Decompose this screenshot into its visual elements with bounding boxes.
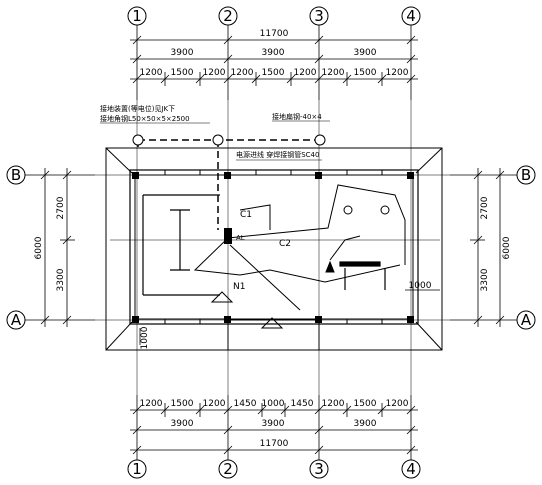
bottom-dimension-lines: [130, 395, 418, 460]
axis-lines: [95, 100, 450, 395]
top-sub-dimension-4: 1200: [231, 68, 254, 78]
circuit-label-c2: C2: [279, 239, 291, 249]
columns: [132, 172, 414, 323]
top-bay-dimension-2: 3900: [262, 48, 285, 58]
left-dimension-lines: [25, 168, 95, 327]
bottom-sub-dimension-1: 1200: [140, 399, 163, 409]
bottom-bay-dimension-1: 3900: [171, 419, 194, 429]
building-outline: [105, 147, 443, 351]
right-part-dimension-2: 3300: [480, 268, 490, 291]
offset-dimension-lines: [139, 289, 440, 345]
left-total-dimension: 6000: [34, 236, 44, 259]
top-bay-dimension-3: 3900: [354, 48, 377, 58]
axis-label-left-A: A: [11, 311, 22, 329]
bottom-sub-dimension-5: 1000: [262, 399, 285, 409]
circuit-label-c1: C1: [240, 210, 252, 220]
axis-label-top-1: 1: [132, 7, 142, 25]
axis-label-bottom-4: 4: [406, 460, 416, 478]
bottom-total-dimension: 11700: [260, 439, 289, 449]
top-axis-bubbles: [127, 6, 421, 26]
right-axis-bubbles: [516, 165, 536, 330]
axis-label-left-B: B: [11, 166, 21, 184]
top-sub-dimension-3: 1200: [203, 68, 226, 78]
ground-electrodes: [132, 134, 326, 146]
bottom-axis-bubbles: [127, 459, 421, 479]
right-part-dimension-1: 2700: [480, 196, 490, 219]
bottom-sub-dimension-7: 1200: [322, 399, 345, 409]
top-total-dimension: 11700: [260, 29, 289, 39]
top-sub-dimension-1: 1200: [140, 68, 163, 78]
top-bay-dimension-1: 3900: [171, 48, 194, 58]
top-sub-dimension-5: 1500: [262, 68, 285, 78]
wiring: [193, 184, 406, 311]
bottom-sub-dimension-2: 1500: [171, 399, 194, 409]
top-sub-dimension-8: 1500: [354, 68, 377, 78]
top-dimension-lines: [130, 25, 418, 100]
note-grounding-line-2: 接地角钢L50×50×5×2500: [100, 114, 190, 123]
note-power-cable: 电源进线 穿焊接钢管SC40: [236, 150, 319, 159]
windows: [164, 170, 383, 324]
panel-label-al: AL: [236, 234, 245, 242]
switch-symbols: [210, 205, 390, 329]
note-grounding-flat-steel: 接地扁钢-40×4: [272, 112, 322, 121]
bottom-sub-dimension-8: 1500: [354, 399, 377, 409]
right-offset-dimension: 1000: [409, 281, 432, 291]
left-part-dimension-2: 3300: [56, 268, 66, 291]
bottom-sub-dimension-6: 1450: [291, 399, 314, 409]
right-total-dimension: 6000: [502, 236, 512, 259]
top-sub-dimension-2: 1500: [171, 68, 194, 78]
left-offset-dimension: 1000: [140, 326, 150, 349]
axis-label-right-B: B: [521, 166, 531, 184]
top-sub-dimension-9: 1200: [386, 68, 409, 78]
left-axis-bubbles: [6, 165, 26, 330]
left-part-dimension-1: 2700: [56, 196, 66, 219]
axis-label-top-3: 3: [314, 7, 324, 25]
axis-label-bottom-1: 1: [132, 460, 142, 478]
axis-label-right-A: A: [521, 311, 532, 329]
axis-label-bottom-3: 3: [314, 460, 324, 478]
bottom-bay-dimension-3: 3900: [354, 419, 377, 429]
axis-label-bottom-2: 2: [223, 460, 233, 478]
bottom-sub-dimension-4: 1450: [234, 399, 257, 409]
distribution-box: [224, 228, 232, 244]
note-grounding-line-1: 接地装置(等电位)见JK下: [100, 104, 175, 113]
light-fixtures: [142, 194, 386, 296]
axis-label-top-4: 4: [406, 7, 416, 25]
bottom-sub-dimension-3: 1200: [203, 399, 226, 409]
bottom-bay-dimension-2: 3900: [262, 419, 285, 429]
top-sub-dimension-6: 1200: [294, 68, 317, 78]
bottom-sub-dimension-9: 1200: [386, 399, 409, 409]
right-dimension-lines: [450, 168, 517, 327]
top-sub-dimension-7: 1200: [322, 68, 345, 78]
circuit-label-n1: N1: [233, 282, 245, 292]
axis-label-top-2: 2: [223, 7, 233, 25]
